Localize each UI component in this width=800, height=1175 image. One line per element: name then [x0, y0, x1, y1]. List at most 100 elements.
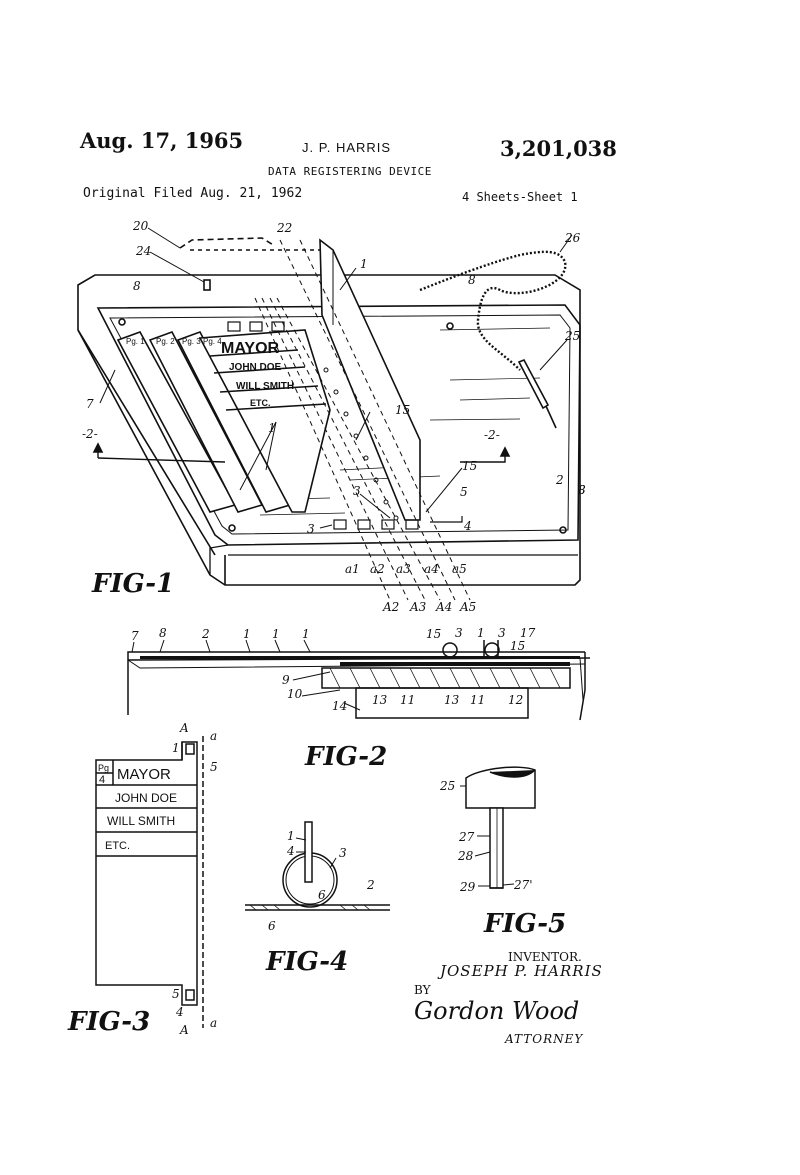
ref-numeral: a [210, 729, 217, 743]
ref-numeral: 11 [400, 693, 415, 707]
fig2-reference-numerals: 7 8 2 1 1 1 15 3 1 3 17 15 9 10 13 11 13… [131, 626, 536, 713]
ref-numeral: 4 [463, 519, 472, 533]
ref-numeral: 25 [564, 329, 580, 343]
ref-numeral: 1 [268, 421, 276, 435]
ref-numeral: 3 [498, 626, 506, 640]
ref-numeral: 8 [578, 483, 586, 497]
column-label: a2 [370, 562, 385, 576]
ref-numeral: 6 [318, 888, 326, 902]
ref-numeral: 27 [458, 830, 475, 844]
ref-numeral: 15 [462, 459, 477, 473]
fig1-card-line: ETC. [250, 398, 271, 408]
ref-numeral: 2 [366, 878, 375, 892]
attorney-signature: Gordon Wood [414, 997, 580, 1025]
ref-numeral: 3 [307, 522, 315, 536]
column-label: A3 [409, 600, 427, 614]
ref-numeral: 25 [439, 779, 455, 793]
fig1-page-tab: Pg. 2 [156, 337, 175, 346]
by-label: BY [414, 983, 431, 997]
filed-date: Original Filed Aug. 21, 1962 [83, 186, 303, 201]
fig1-page-tab: Pg. 1 [126, 337, 145, 346]
ref-numeral: 7 [131, 629, 139, 643]
fig1-card-line: JOHN DOE [229, 362, 282, 373]
fig2-drawing [127, 639, 591, 721]
fig1-page-tab: Pg. 3 [182, 337, 201, 346]
ref-numeral: 3 [353, 484, 361, 498]
fig3-page-number: 4 [99, 774, 105, 786]
column-label: a4 [424, 562, 439, 576]
ref-numeral: 27' [513, 878, 533, 892]
ref-numeral: 1 [172, 741, 180, 755]
column-label: A4 [435, 600, 452, 614]
fig1-page-tab: Pg. 4 [203, 337, 222, 346]
ref-numeral: 2 [201, 627, 210, 641]
fig3-line: JOHN DOE [115, 791, 177, 805]
fig1-card-line: WILL SMITH [236, 381, 294, 392]
fig5-drawing [460, 766, 536, 889]
ref-numeral: 2 [555, 473, 564, 487]
ref-numeral: 1 [360, 257, 368, 271]
patent-title: DATA REGISTERING DEVICE [268, 165, 432, 178]
inventor-header: J. P. HARRIS [302, 140, 392, 155]
ref-numeral: -2- [484, 428, 500, 442]
patent-number: 3,201,038 [500, 136, 617, 161]
column-label: A5 [459, 600, 476, 614]
fig3-label: FIG-3 [67, 1007, 150, 1037]
fig2-label: FIG-2 [304, 742, 387, 772]
ref-numeral: 9 [282, 673, 290, 687]
ref-numeral: 4 [175, 1005, 184, 1019]
ref-numeral: 14 [332, 699, 347, 713]
fig1-drawing [77, 227, 581, 601]
ref-numeral: 8 [578, 483, 586, 497]
ref-numeral: 11 [470, 693, 485, 707]
column-label: A2 [382, 600, 399, 614]
ref-numeral: 15 [426, 627, 441, 641]
fig3-page-label: Pg [98, 763, 109, 773]
fig5-label: FIG-5 [483, 909, 566, 939]
fig4-reference-numerals: 1 4 3 6 2 6 [268, 829, 375, 933]
ref-numeral: 5 [172, 987, 180, 1001]
fig3-card-text: Pg 4 MAYOR JOHN DOE WILL SMITH ETC. 1 A … [98, 721, 218, 1037]
ref-numeral: 22 [276, 221, 292, 235]
ref-numeral: 3 [455, 626, 463, 640]
ref-numeral: 3 [339, 846, 347, 860]
ref-numeral: 8 [133, 279, 141, 293]
patent-date: Aug. 17, 1965 [80, 128, 244, 153]
ref-numeral: a [210, 1016, 217, 1030]
ref-numeral: 28 [457, 849, 474, 863]
ref-numeral: 26 [564, 231, 581, 245]
ref-numeral: 15 [510, 639, 525, 653]
ref-numeral: 1 [272, 627, 280, 641]
ref-numeral: 5 [460, 485, 468, 499]
ref-numeral: A [179, 1023, 189, 1037]
ref-numeral: A [179, 721, 189, 735]
column-label: a3 [396, 562, 411, 576]
sheet-count: 4 Sheets-Sheet 1 [462, 190, 578, 204]
ref-numeral: 13 [444, 693, 460, 707]
inventor-label: INVENTOR. [508, 950, 582, 964]
column-label: a1 [345, 562, 360, 576]
ref-numeral: 7 [86, 397, 94, 411]
ref-numeral: -2- [82, 427, 98, 441]
column-label: a5 [452, 562, 467, 576]
ref-numeral: 20 [132, 219, 149, 233]
attorney-label: ATTORNEY [505, 1032, 584, 1046]
ref-numeral: 1 [287, 829, 295, 843]
fig5-reference-numerals: 25 27 28 29 27' [439, 779, 533, 894]
ref-numeral: 6 [268, 919, 276, 933]
fig1-label: FIG-1 [91, 569, 174, 599]
ref-numeral: 1 [477, 626, 485, 640]
ref-numeral: 1 [302, 627, 310, 641]
fig3-line: ETC. [105, 840, 130, 852]
ref-numeral: 8 [159, 626, 167, 640]
ref-numeral: 8 [468, 273, 476, 287]
ref-numeral: 5 [210, 760, 218, 774]
fig4-label: FIG-4 [265, 947, 348, 977]
ref-numeral: 15 [395, 403, 410, 417]
ref-numeral: 17 [520, 626, 536, 640]
ref-numeral: 10 [287, 687, 303, 701]
fig4-drawing [245, 821, 390, 911]
inventor-name: JOSEPH P. HARRIS [440, 962, 603, 980]
fig3-line: WILL SMITH [107, 814, 175, 828]
